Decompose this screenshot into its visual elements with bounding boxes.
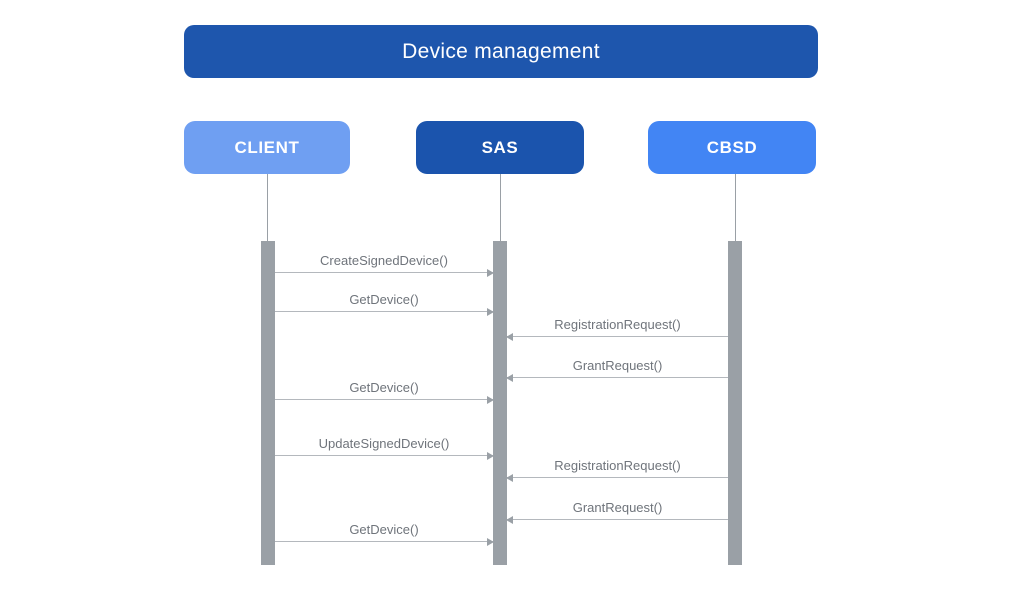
message-update-signed-device: UpdateSignedDevice() bbox=[275, 436, 494, 460]
message-label: GetDevice() bbox=[349, 522, 419, 537]
diagram-title: Device management bbox=[184, 25, 818, 78]
message-label: UpdateSignedDevice() bbox=[318, 436, 450, 451]
arrow-head-icon bbox=[506, 474, 513, 482]
message-label: RegistrationRequest() bbox=[554, 317, 681, 332]
actor-sas-label: SAS bbox=[481, 137, 519, 157]
message-arrow-line bbox=[275, 399, 493, 400]
arrow-head-icon bbox=[506, 333, 513, 341]
arrow-head-icon bbox=[487, 308, 494, 316]
message-label: GetDevice() bbox=[349, 292, 419, 307]
message-arrow-line bbox=[275, 455, 493, 456]
message-grant-request-2: GrantRequest() bbox=[506, 500, 728, 524]
actor-client: CLIENT bbox=[184, 121, 350, 174]
arrow-head-icon bbox=[487, 396, 494, 404]
activation-bar-cbsd bbox=[728, 241, 742, 565]
message-arrow-line bbox=[507, 377, 728, 378]
activation-bar-client bbox=[261, 241, 275, 565]
actor-client-label: CLIENT bbox=[234, 137, 300, 157]
message-get-device-2: GetDevice() bbox=[275, 380, 494, 404]
arrow-head-icon bbox=[487, 452, 494, 460]
message-label: GrantRequest() bbox=[572, 358, 663, 373]
activation-bar-sas bbox=[493, 241, 507, 565]
message-label: GrantRequest() bbox=[572, 500, 663, 515]
arrow-head-icon bbox=[506, 374, 513, 382]
message-arrow-line bbox=[507, 336, 728, 337]
arrow-head-icon bbox=[487, 538, 494, 546]
arrow-head-icon bbox=[506, 516, 513, 524]
message-create-signed-device: CreateSignedDevice() bbox=[275, 253, 494, 277]
diagram-title-label: Device management bbox=[402, 39, 600, 63]
message-label: CreateSignedDevice() bbox=[320, 253, 448, 268]
message-registration-request-2: RegistrationRequest() bbox=[506, 458, 728, 482]
message-get-device-3: GetDevice() bbox=[275, 522, 494, 546]
message-label: GetDevice() bbox=[349, 380, 419, 395]
actor-sas: SAS bbox=[416, 121, 584, 174]
message-arrow-line bbox=[507, 519, 728, 520]
message-grant-request-1: GrantRequest() bbox=[506, 358, 728, 382]
message-label: RegistrationRequest() bbox=[554, 458, 681, 473]
message-arrow-line bbox=[507, 477, 728, 478]
message-registration-request-1: RegistrationRequest() bbox=[506, 317, 728, 341]
arrow-head-icon bbox=[487, 269, 494, 277]
message-arrow-line bbox=[275, 541, 493, 542]
actor-cbsd-label: CBSD bbox=[706, 137, 758, 157]
lifeline-client bbox=[267, 174, 268, 241]
message-arrow-line bbox=[275, 272, 493, 273]
message-arrow-line bbox=[275, 311, 493, 312]
message-get-device-1: GetDevice() bbox=[275, 292, 494, 316]
lifeline-cbsd bbox=[735, 174, 736, 241]
actor-cbsd: CBSD bbox=[648, 121, 816, 174]
lifeline-sas bbox=[500, 174, 501, 241]
